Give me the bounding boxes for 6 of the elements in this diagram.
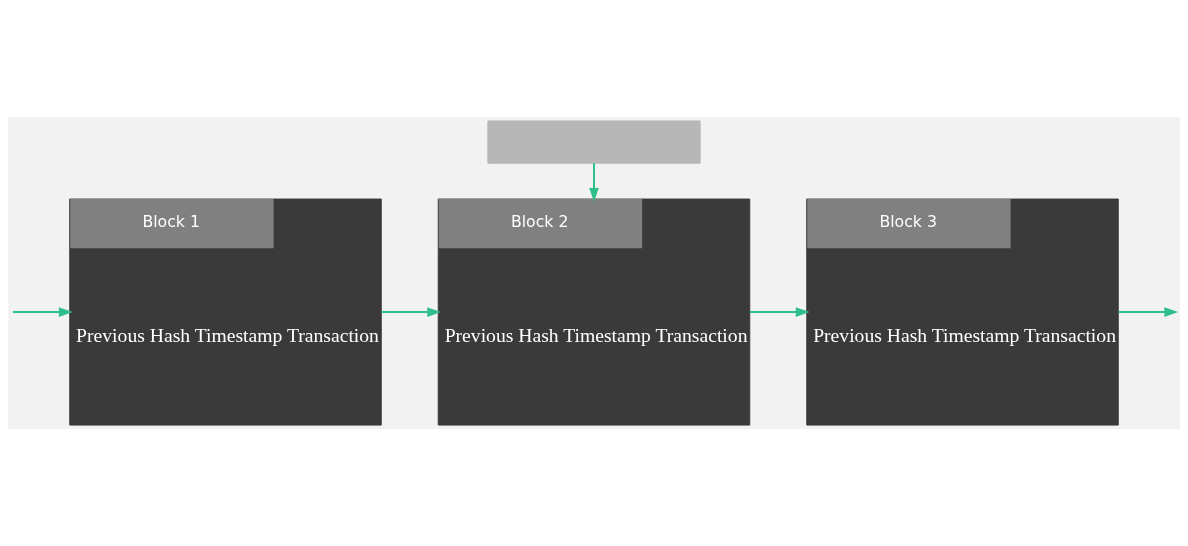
arrow (589, 162, 599, 202)
arrow (380, 307, 442, 317)
node-box (487, 120, 701, 164)
arrow (748, 307, 810, 317)
arrow (1117, 307, 1179, 317)
arrow (11, 307, 73, 317)
